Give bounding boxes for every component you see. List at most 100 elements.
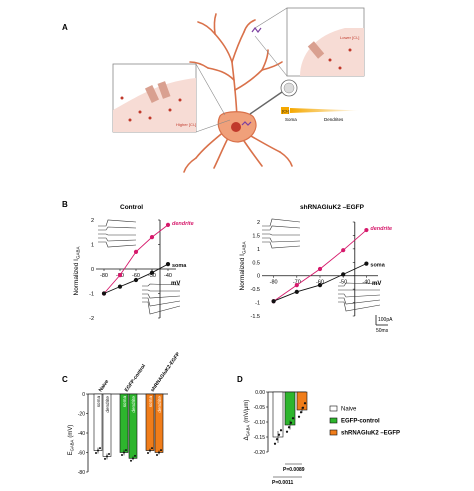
y-tick-label: -0.05 bbox=[254, 405, 266, 411]
trace-dendrite-shrna bbox=[262, 218, 301, 249]
cl-box bbox=[281, 107, 289, 114]
y-tick-label: 0.00 bbox=[255, 390, 265, 396]
data-dot bbox=[289, 421, 293, 424]
y-tick-label: -1.5 bbox=[251, 314, 260, 320]
bar bbox=[284, 391, 296, 426]
data-point-soma bbox=[165, 262, 171, 267]
y-tick-label: -60 bbox=[78, 451, 85, 457]
nucleus bbox=[231, 122, 241, 132]
category-label: dendrite bbox=[131, 396, 136, 413]
data-point-soma bbox=[341, 272, 346, 277]
series-line-dendrite bbox=[273, 229, 367, 302]
cl-gradient bbox=[290, 108, 360, 113]
series-label-dendrite: dendrite bbox=[172, 221, 194, 227]
svg-text:[Cl-]: [Cl-] bbox=[282, 109, 289, 114]
trace-soma-control bbox=[142, 283, 181, 315]
data-point-dendrite bbox=[117, 273, 123, 278]
y-tick-label: -0.15 bbox=[254, 435, 266, 441]
x-tick-label: -50 bbox=[339, 280, 347, 286]
data-dot bbox=[123, 451, 125, 454]
soma-label: Soma bbox=[285, 117, 297, 122]
group-label: shRNAGluK2-EGFP bbox=[150, 351, 182, 393]
svg-text:Lower [Cl-]: Lower [Cl-] bbox=[340, 35, 359, 40]
series-label-soma: soma bbox=[172, 263, 187, 269]
data-dot bbox=[275, 438, 279, 441]
x-tick-label: -60 bbox=[316, 280, 324, 286]
category-label: dendrite bbox=[105, 396, 110, 413]
legend-swatch-naive bbox=[329, 405, 338, 412]
y-tick-label: -40 bbox=[78, 431, 85, 437]
x-tick-label: -60 bbox=[132, 273, 140, 279]
data-point-dendrite bbox=[165, 222, 171, 227]
data-point-soma bbox=[117, 284, 123, 289]
recording-pipette bbox=[249, 79, 298, 115]
data-dot bbox=[277, 433, 281, 436]
chart-title: Control bbox=[120, 204, 143, 211]
data-dot bbox=[279, 429, 283, 432]
data-dot bbox=[156, 453, 158, 456]
data-dot bbox=[121, 453, 123, 456]
series-label-dendrite: dendrite bbox=[370, 226, 392, 232]
y-tick-label: 1 bbox=[257, 247, 260, 253]
data-point-soma bbox=[271, 299, 276, 304]
y-axis-label: Normalized IGABA bbox=[73, 247, 81, 296]
data-dot bbox=[297, 415, 301, 418]
data-dot bbox=[151, 447, 153, 450]
data-point-dendrite bbox=[133, 249, 139, 254]
x-tick-label: -80 bbox=[100, 273, 108, 279]
data-dot bbox=[97, 449, 99, 452]
svg-text:Higher [Cl-]: Higher [Cl-] bbox=[176, 122, 196, 127]
category-label: soma bbox=[148, 396, 153, 408]
data-point-soma bbox=[294, 289, 299, 294]
y-tick-label: -0.5 bbox=[251, 287, 260, 293]
legend-label-egfp: EGFP-control bbox=[341, 419, 380, 425]
y-tick-label: -0.20 bbox=[254, 450, 266, 456]
y-tick-label: 0.5 bbox=[252, 260, 260, 266]
x-tick-label: -70 bbox=[293, 280, 301, 286]
data-point-dendrite bbox=[364, 227, 369, 233]
y-tick-label: 0 bbox=[91, 267, 94, 273]
y-tick-label: 2 bbox=[91, 218, 94, 224]
p-value-annotation: P=0.0011 bbox=[272, 480, 293, 486]
y-tick-label: 1.5 bbox=[252, 233, 260, 239]
data-dot bbox=[104, 457, 106, 460]
iv-chart-control: Control Normalized IGABA mV -80-70-60-50… bbox=[73, 204, 194, 322]
panel-label-b: B bbox=[62, 200, 68, 209]
data-point-soma bbox=[101, 291, 107, 296]
category-label: soma bbox=[122, 396, 127, 408]
legend-label-naive: Naive bbox=[341, 407, 357, 413]
group-label: EGFP-control bbox=[124, 363, 148, 393]
x-tick-label: -50 bbox=[148, 273, 156, 279]
x-tick-label: -40 bbox=[164, 273, 172, 279]
inset-left: Higher [Cl-] bbox=[112, 63, 231, 133]
data-dot bbox=[299, 411, 303, 414]
data-point-soma bbox=[364, 261, 369, 266]
p-value-annotation: P=0.0089 bbox=[283, 467, 305, 473]
y-axis-label: Normalized IGABA bbox=[239, 242, 247, 291]
data-point-dendrite bbox=[317, 266, 323, 272]
data-dot bbox=[160, 449, 162, 452]
y-tick-label: -1 bbox=[255, 301, 260, 307]
x-tick-label: -40 bbox=[362, 280, 370, 286]
data-dot bbox=[125, 449, 127, 452]
data-point-soma bbox=[133, 277, 139, 283]
data-point-dendrite bbox=[149, 235, 155, 240]
data-dot bbox=[273, 442, 277, 445]
y-axis-label: ΔGABA(mV/μm) bbox=[244, 400, 251, 441]
category-label: dendrite bbox=[157, 396, 162, 413]
stim-marker-dendrite bbox=[251, 27, 262, 33]
legend-label-shrna: shRNAGluK2 –EGFP bbox=[341, 431, 400, 437]
y-tick-label: -1 bbox=[89, 292, 94, 298]
data-dot bbox=[134, 454, 136, 457]
inset-right: Lower [Cl-] bbox=[254, 7, 365, 77]
data-dot bbox=[108, 452, 110, 455]
delta-egaba-bar-chart: ΔGABA(mV/μm) 0.00-0.05-0.10-0.15-0.20P=0… bbox=[244, 390, 308, 486]
data-dot bbox=[95, 451, 97, 454]
group-label: Naive bbox=[98, 379, 111, 394]
chart-title: shRNAGluK2 –EGFP bbox=[300, 204, 365, 211]
trace-soma-shrna bbox=[338, 282, 381, 312]
legend-swatch-egfp bbox=[329, 417, 338, 424]
x-tick-label: -80 bbox=[270, 280, 278, 286]
